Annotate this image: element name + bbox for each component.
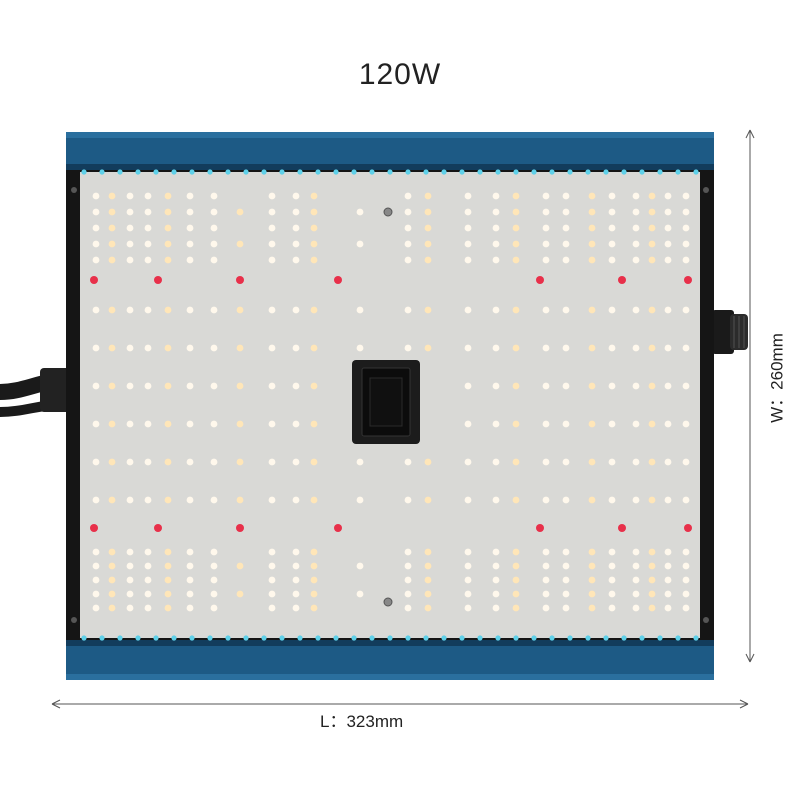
driver-box (352, 360, 420, 444)
top-rail (66, 132, 714, 170)
dimmer-knob (712, 310, 748, 354)
power-cord (0, 368, 72, 417)
width-dimension-arrow (745, 129, 755, 663)
mounting-screws (71, 187, 709, 623)
led-array (90, 192, 692, 612)
width-dimension-label: W：260mm (767, 333, 787, 423)
length-dimension-label: L：323mm (320, 712, 404, 731)
product-title: 120W (358, 58, 442, 91)
bottom-rail (66, 640, 714, 680)
edge-led-row (81, 169, 699, 641)
length-dimension-arrow (51, 699, 749, 709)
